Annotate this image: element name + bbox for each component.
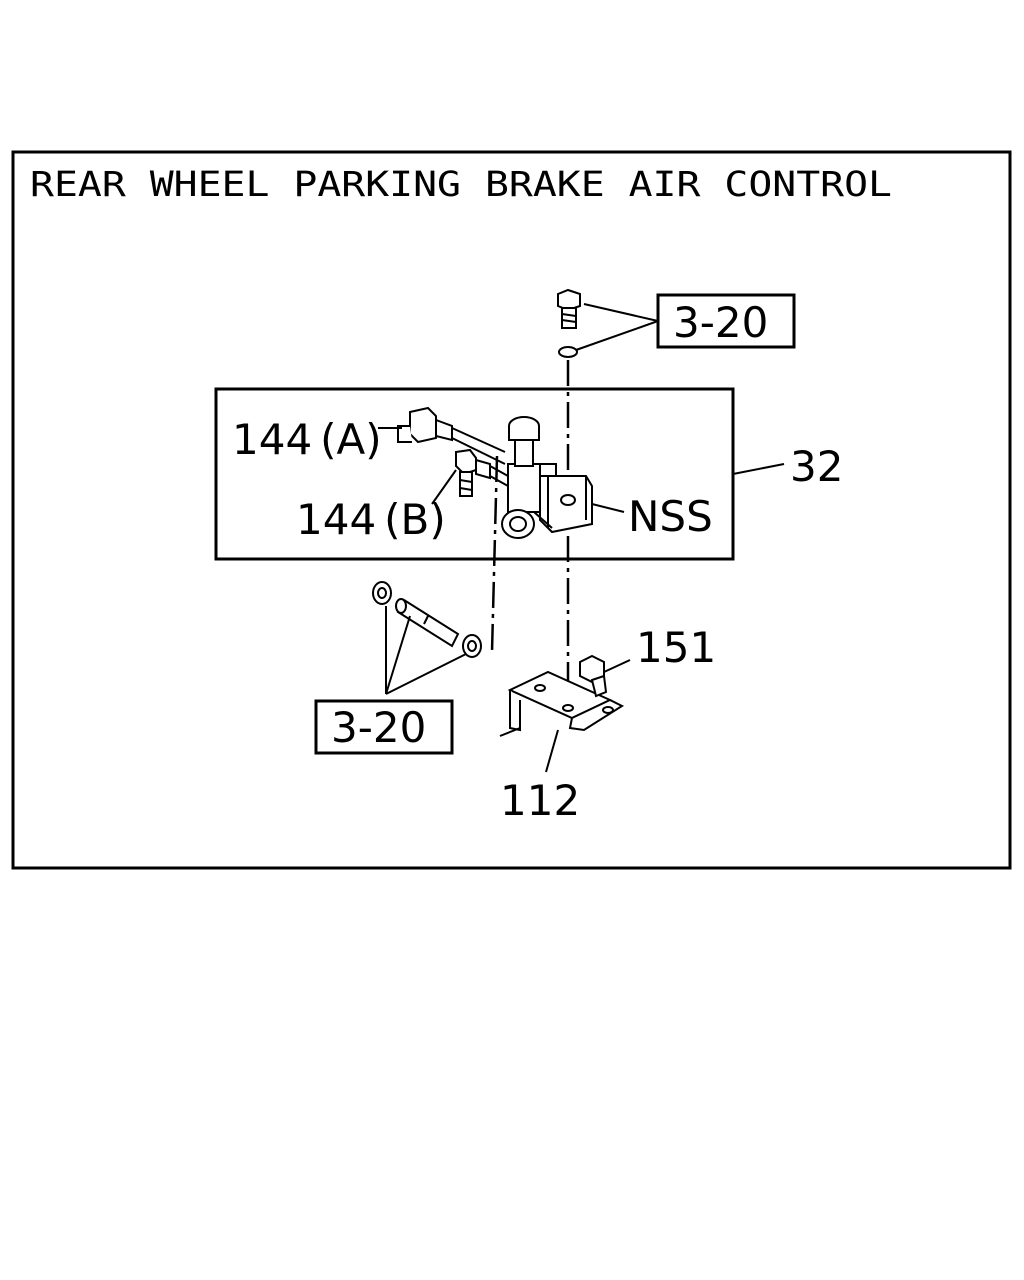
- callout-144b[interactable]: 144(B): [296, 495, 446, 544]
- callout-32[interactable]: 32: [790, 442, 843, 491]
- fitting-144b-icon: [455, 448, 509, 497]
- leader-ref-top-washer: [575, 320, 659, 351]
- callout-144a[interactable]: 144(A): [232, 415, 382, 464]
- leader-144b: [431, 469, 457, 505]
- washer-top-icon: [558, 346, 578, 358]
- diagram-title: REAR WHEEL PARKING BRAKE AIR CONTROL: [30, 165, 892, 205]
- leader-nss: [591, 503, 625, 513]
- pipe-centerline: [490, 455, 499, 653]
- pipe-sleeve-icon: [372, 581, 482, 658]
- callout-151[interactable]: 151: [636, 623, 716, 672]
- valve-body-icon: [501, 416, 593, 539]
- ref-label-top[interactable]: 3-20: [673, 298, 768, 347]
- leader-112: [545, 729, 559, 773]
- bolt-151-icon: [579, 654, 608, 698]
- fitting-144a-icon: [397, 406, 506, 465]
- leader-ref-bottom-2: [385, 615, 411, 695]
- bolt-top-icon: [557, 288, 581, 329]
- diagram-frame: [11, 150, 1012, 870]
- ref-label-bottom[interactable]: 3-20: [331, 703, 426, 752]
- leader-32: [732, 463, 785, 475]
- bracket-112-icon: [499, 670, 625, 737]
- leader-ref-top-bolt: [583, 303, 659, 322]
- callout-nss[interactable]: NSS: [628, 492, 713, 541]
- callout-112[interactable]: 112: [500, 776, 580, 825]
- leader-ref-bottom-3: [385, 653, 467, 695]
- ref-box-bottom[interactable]: [314, 699, 454, 755]
- leader-151: [603, 659, 631, 673]
